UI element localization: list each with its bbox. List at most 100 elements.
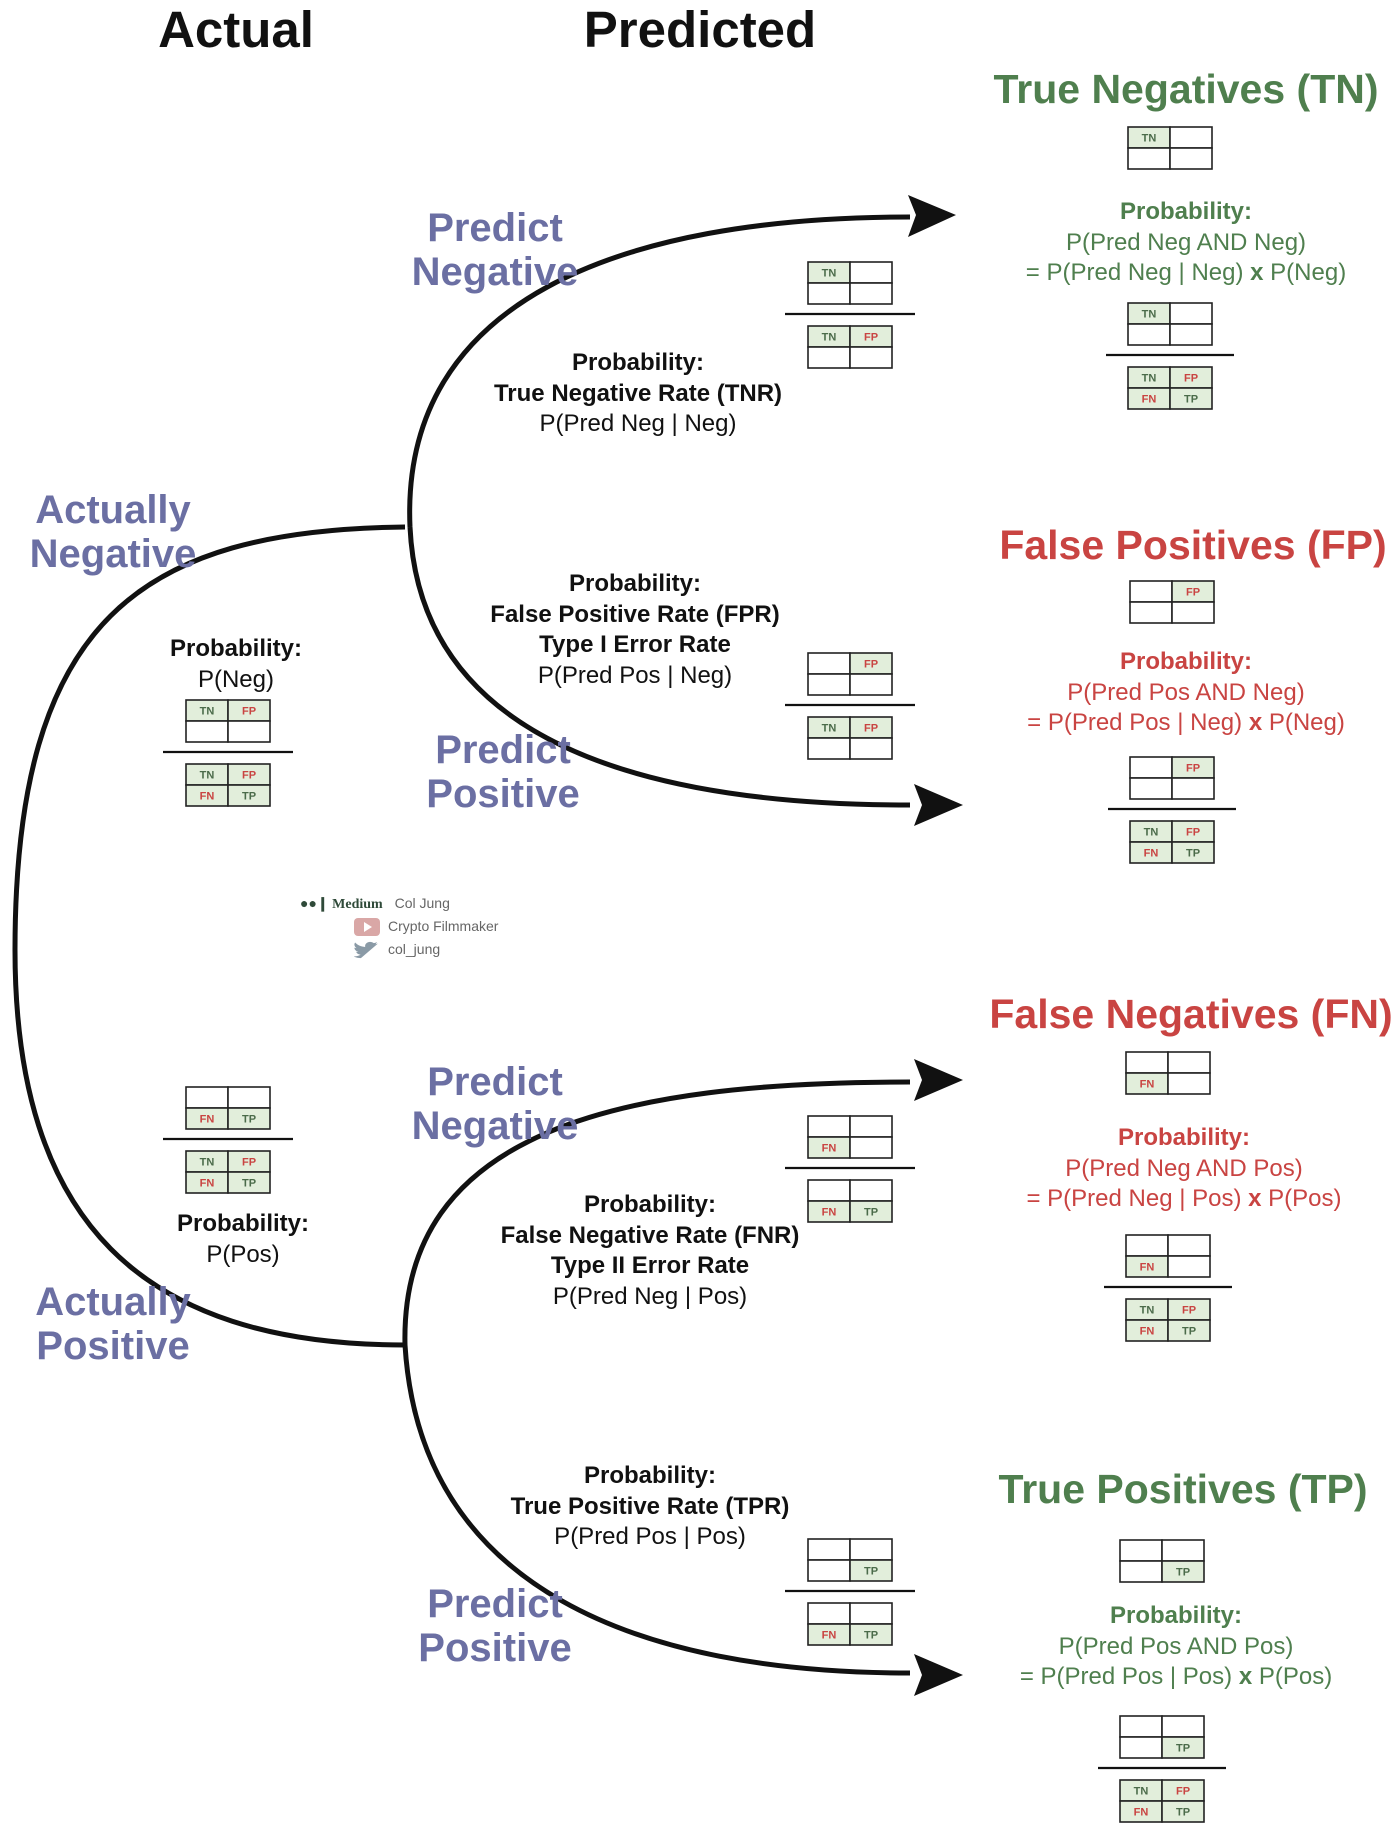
fpr-matrix-numerator: FP <box>807 652 893 696</box>
pos-predict-positive-branch <box>402 1344 911 1676</box>
matrix-label-tp: TP <box>1182 1326 1196 1338</box>
matrix-label-fp: FP <box>242 770 256 782</box>
matrix-cell-tp <box>1171 777 1215 800</box>
pos-predict-positive-label: Predict Positive <box>418 1582 572 1670</box>
matrix-label-fn: FN <box>1142 394 1157 406</box>
p-pos-probability: Probability: P(Pos) <box>176 1210 310 1268</box>
matrix-label-tp: TP <box>864 1566 878 1578</box>
p-neg-probability: Probability: P(Neg) <box>169 635 303 693</box>
matrix-cell-tn <box>1129 756 1173 779</box>
tpr-denominator-matrix: FN TP <box>807 1602 893 1646</box>
matrix-cell-tp <box>849 1559 893 1582</box>
matrix-label-tn: TN <box>200 770 215 782</box>
matrix-label-tp: TP <box>242 791 256 803</box>
matrix-cell-fn <box>1129 601 1173 624</box>
matrix-cell-tp <box>849 346 893 369</box>
matrix-label-fp: FP <box>864 723 878 735</box>
matrix-cell-fn <box>1127 323 1171 346</box>
matrix-cell-fp <box>849 1538 893 1561</box>
matrix-cell-tn <box>807 1179 851 1202</box>
fp-outcome-title: False Positives (FP) <box>999 522 1387 568</box>
matrix-cell-fn <box>807 737 851 760</box>
matrix-label-fp: FP <box>1186 587 1200 599</box>
matrix-cell-fn <box>1119 1560 1163 1583</box>
neg-predict-negative-branch <box>407 214 911 528</box>
matrix-label-fn: FN <box>822 1630 837 1642</box>
matrix-cell-tn <box>1125 1234 1169 1257</box>
matrix-cell-tp <box>227 1107 271 1130</box>
tn-outcome-probability: Probability: P(Pred Neg AND Neg) = P(Pre… <box>1025 198 1347 286</box>
matrix-cell-tp <box>849 1623 893 1646</box>
matrix-cell-tn <box>1119 1539 1163 1562</box>
medium-logo-icon: ●●❙ Medium <box>300 897 383 912</box>
matrix-cell-tp <box>849 673 893 696</box>
matrix-label-fn: FN <box>1134 1807 1149 1819</box>
tp-outcome-title: True Positives (TP) <box>998 1466 1368 1512</box>
matrix-label-fn: FN <box>1140 1326 1155 1338</box>
arrowhead-fp <box>914 784 963 826</box>
matrix-cell-fn <box>807 673 851 696</box>
matrix-cell-tn <box>185 1086 229 1109</box>
tn-outcome-title: True Negatives (TN) <box>993 66 1379 112</box>
matrix-cell-tn <box>1129 580 1173 603</box>
credit-medium: ●●❙ Medium Col Jung <box>300 895 450 913</box>
matrix-cell-tp <box>1171 841 1215 864</box>
matrix-label-fn: FN <box>200 1178 215 1190</box>
arrowhead-tn <box>908 195 956 237</box>
matrix-cell-tn <box>807 1602 851 1625</box>
matrix-label-tn: TN <box>1134 1786 1149 1798</box>
root-negative-branch <box>12 524 406 951</box>
matrix-cell-tp <box>227 720 271 743</box>
matrix-cell-tp <box>1167 1072 1211 1095</box>
matrix-label-fp: FP <box>864 332 878 344</box>
matrix-label-fn: FN <box>1140 1079 1155 1091</box>
credit-youtube-handle: Crypto Filmmaker <box>388 918 499 934</box>
matrix-label-tp: TP <box>864 1207 878 1219</box>
matrix-cell-tp <box>849 282 893 305</box>
matrix-label-fp: FP <box>242 1157 256 1169</box>
twitter-icon <box>354 942 378 959</box>
matrix-cell-tp <box>1169 147 1213 170</box>
matrix-cell-fn <box>807 282 851 305</box>
tn-outcome-matrix: TN <box>1127 126 1213 170</box>
matrix-cell-fp <box>1167 1234 1211 1257</box>
matrix-label-fp: FP <box>864 659 878 671</box>
fp-joint-matrix-numerator: FP <box>1129 756 1215 800</box>
root-positive-branch <box>12 949 406 1348</box>
matrix-cell-tp <box>1169 387 1213 410</box>
fn-outcome-probability: Probability: P(Pred Neg AND Pos) = P(Pre… <box>1026 1124 1342 1212</box>
actual-column-header: Actual <box>158 1 314 58</box>
credit-twitter: col_jung <box>354 941 440 959</box>
matrix-label-fn: FN <box>1144 848 1159 860</box>
matrix-label-tp: TP <box>242 1114 256 1126</box>
matrix-cell-fp <box>1169 302 1213 325</box>
tp-outcome-probability: Probability: P(Pred Pos AND Pos) = P(Pre… <box>1019 1602 1333 1690</box>
matrix-cell-tp <box>849 737 893 760</box>
pos-predict-negative-branch <box>402 1079 911 1346</box>
neg-predict-positive-label: Predict Positive <box>426 728 580 816</box>
credit-youtube: Crypto Filmmaker <box>354 918 499 937</box>
matrix-label-tn: TN <box>1144 827 1159 839</box>
matrix-cell-tp <box>1167 1319 1211 1342</box>
arrowhead-fn <box>914 1059 963 1101</box>
matrix-label-tp: TP <box>1176 1743 1190 1755</box>
matrix-cell-tp <box>1167 1255 1211 1278</box>
matrix-label-tp: TP <box>864 1630 878 1642</box>
tnr-matrix-numerator: TN <box>807 261 893 305</box>
fn-joint-matrix-numerator: FN <box>1125 1234 1211 1278</box>
credit-author-name: Col Jung <box>394 895 450 911</box>
matrix-label-fp: FP <box>1182 1305 1196 1317</box>
matrix-label-fp: FP <box>1184 373 1198 385</box>
matrix-label-fp: FP <box>1186 827 1200 839</box>
